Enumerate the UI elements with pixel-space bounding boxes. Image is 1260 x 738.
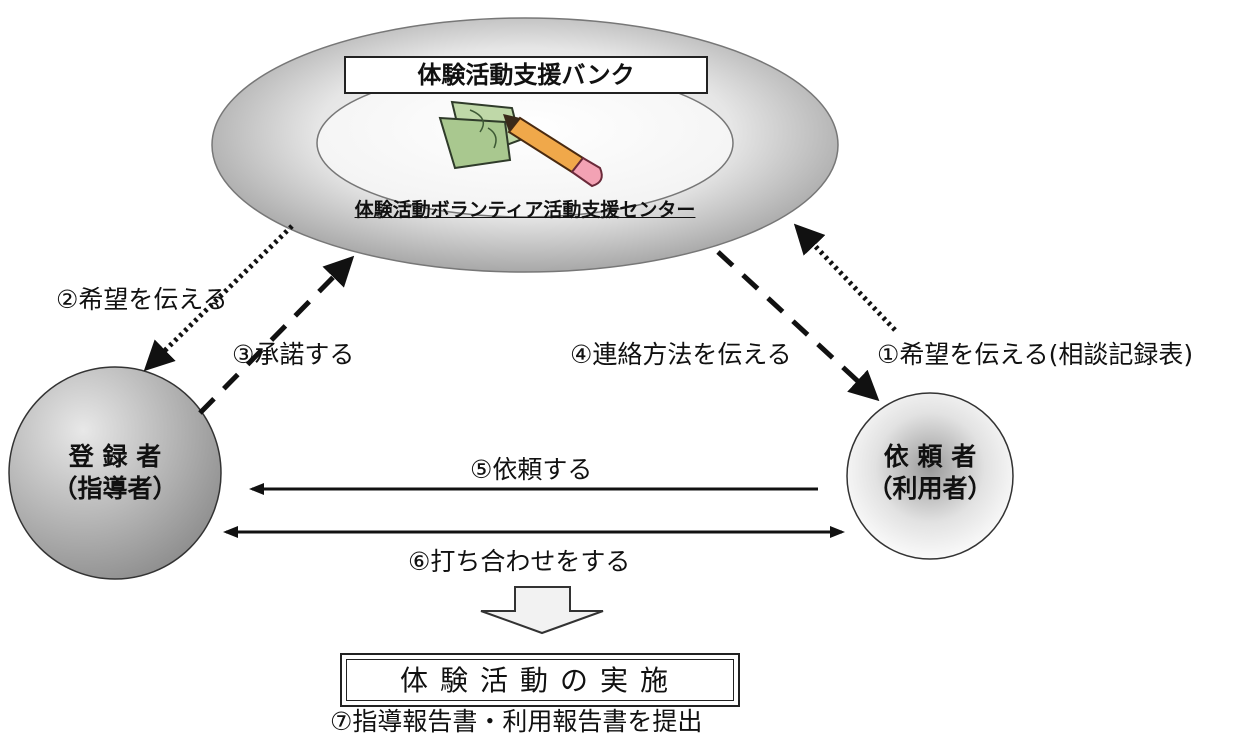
arrow-step1	[793, 223, 897, 332]
bank-title: 体験活動支援バンク	[344, 56, 708, 94]
step6-label: ⑥打ち合わせをする	[408, 547, 631, 576]
document-and-pencil-icon	[438, 100, 603, 188]
registrant-line1: 登 録 者	[68, 442, 162, 471]
requester-node-circle	[846, 392, 1014, 560]
step3-label: ③承諾する	[232, 340, 355, 369]
requester-line2: （利用者）	[867, 474, 993, 503]
registrant-node-circle	[8, 366, 222, 580]
step1-label: ①希望を伝える(相談記録表)	[877, 340, 1194, 369]
arrow-step4	[716, 250, 880, 402]
requester-line1: 依 頼 者	[883, 442, 977, 471]
requester-label: 依 頼 者 （利用者）	[855, 441, 1005, 505]
step2-label: ②希望を伝える	[56, 285, 228, 314]
implementation-box: 体験活動の実施	[340, 653, 740, 707]
arrow-step2	[143, 224, 294, 372]
step7-label: ⑦指導報告書・利用報告書を提出	[330, 707, 703, 736]
registrant-label: 登 録 者 （指導者）	[40, 441, 190, 505]
down-block-arrow	[480, 586, 604, 635]
implementation-label: 体験活動の実施	[346, 659, 734, 701]
support-center-label: 体験活動ボランティア活動支援センター	[354, 199, 696, 221]
arrow-step3	[198, 255, 355, 415]
step5-label: ⑤依頼する	[470, 455, 593, 484]
registrant-line2: （指導者）	[52, 474, 178, 503]
step4-label: ④連絡方法を伝える	[570, 340, 792, 369]
